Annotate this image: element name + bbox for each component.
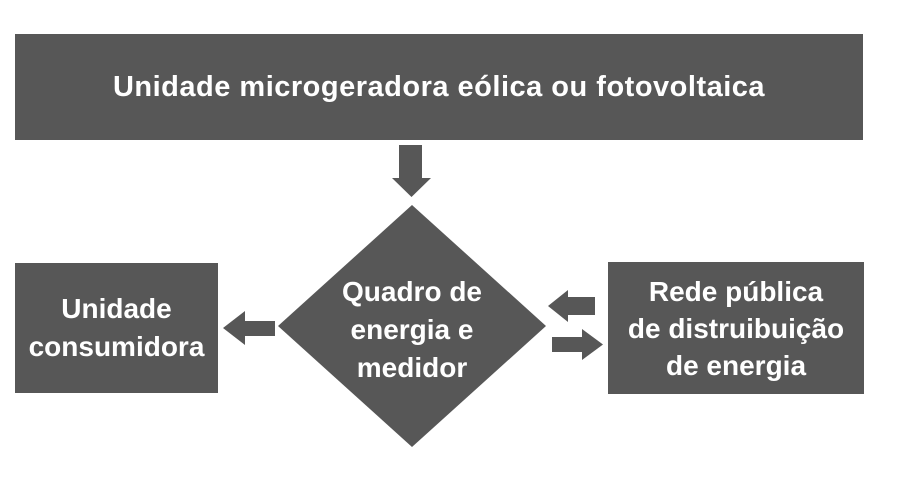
node-meter-panel-line2: energia e	[350, 314, 474, 345]
node-meter-panel-label: Quadro de energia e medidor	[292, 273, 532, 387]
node-public-grid-line2: de distruibuição	[627, 312, 845, 344]
node-consumer-unit: Unidade consumidora	[15, 263, 218, 393]
node-public-grid: Rede pública de distruibuição de energia	[608, 262, 864, 394]
node-microgenerator-unit: Unidade microgeradora eólica ou fotovolt…	[15, 34, 863, 140]
diamond-shape	[278, 205, 546, 447]
left-arrow-icon	[223, 311, 275, 345]
node-consumer-label-line1: Unidade	[61, 293, 172, 324]
node-consumer-label-line2: consumidora	[28, 331, 205, 362]
outgoing-right-arrow-icon	[552, 329, 603, 360]
node-meter-panel-line3: medidor	[356, 352, 468, 383]
incoming-left-arrow-icon	[548, 290, 595, 322]
node-meter-panel-line1: Quadro de	[341, 276, 482, 307]
node-microgenerator-label: Unidade microgeradora eólica ou fotovolt…	[112, 70, 766, 103]
node-public-grid-line1: Rede pública	[648, 275, 824, 307]
node-public-grid-line3: de energia	[665, 349, 807, 381]
down-arrow-icon	[392, 145, 431, 197]
